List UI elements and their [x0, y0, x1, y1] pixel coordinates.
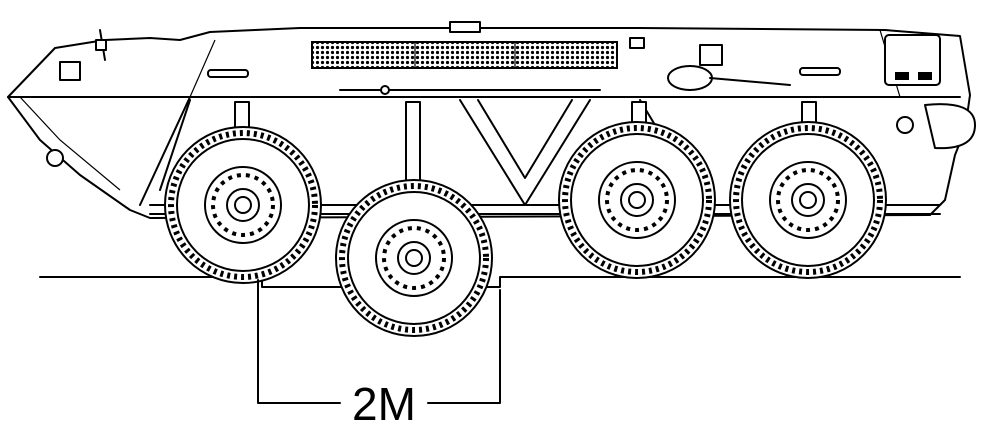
wheel-2: [335, 179, 493, 337]
wheel-4: [729, 121, 887, 279]
rear-equipment: [667, 34, 976, 150]
front-equipment: [46, 29, 107, 167]
wheel-3: [558, 121, 716, 279]
ground-profile: [39, 276, 961, 288]
dimension-label: 2M: [352, 378, 416, 426]
dimension-bracket: 2M: [257, 279, 501, 426]
wheel-1: [164, 126, 322, 284]
engine-grille: [311, 21, 645, 95]
